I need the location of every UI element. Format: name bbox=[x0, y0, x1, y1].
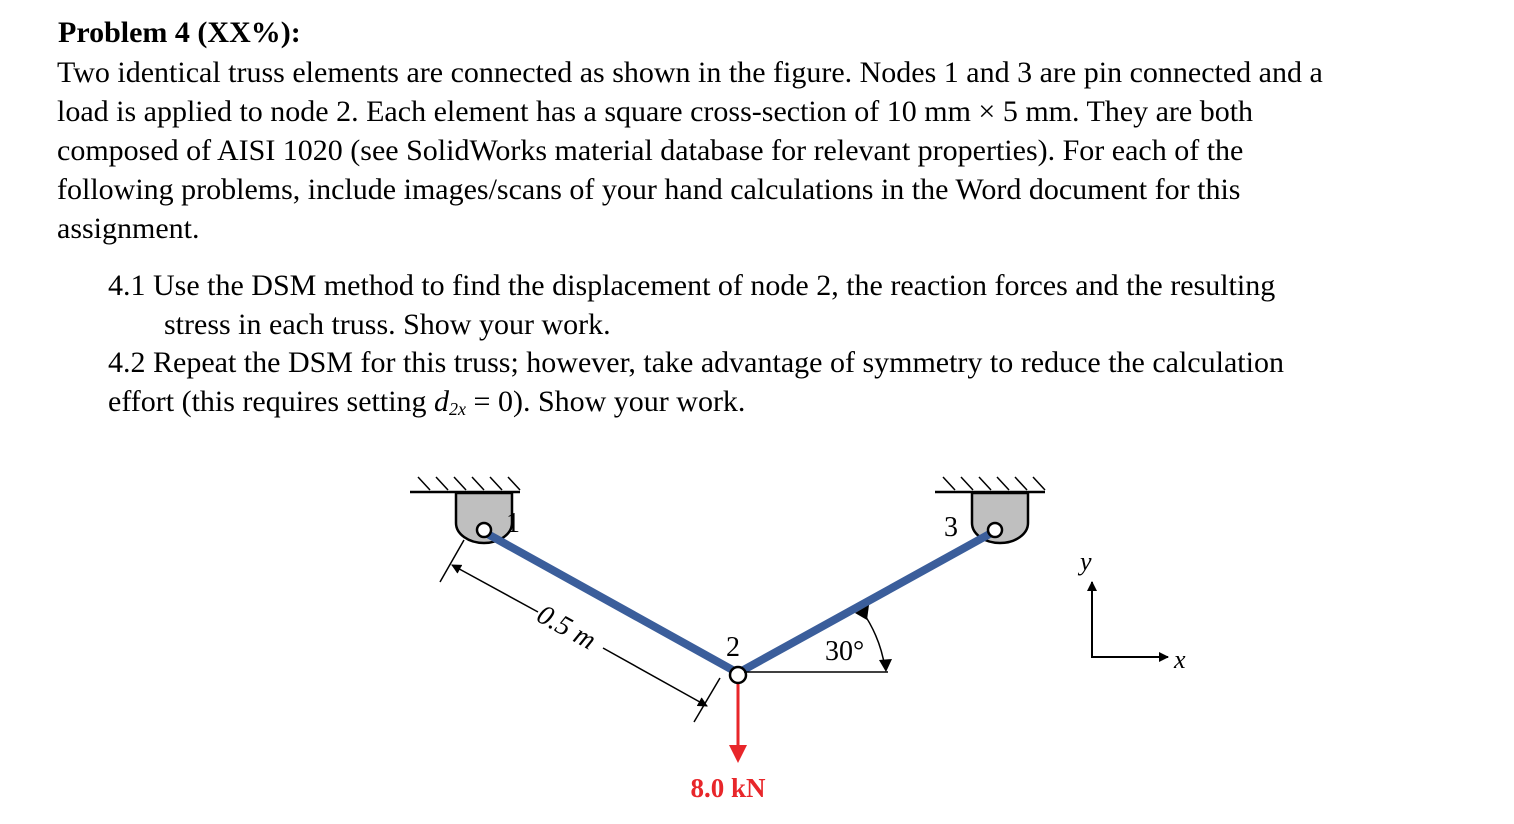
problem-heading: Problem 4 (XX%): bbox=[58, 16, 301, 49]
node-2-label: 2 bbox=[726, 632, 740, 663]
ground-right bbox=[935, 476, 1046, 494]
length-label: 0.5 m bbox=[532, 599, 601, 656]
subproblem-4-1-line1: 4.1 Use the DSM method to find the displ… bbox=[108, 269, 1276, 302]
subproblem-4-2: 4.2 Repeat the DSM for this truss; howev… bbox=[108, 343, 1284, 429]
intro-line: following problems, include images/scans… bbox=[57, 173, 1241, 206]
displacement-subscript: 2x bbox=[449, 399, 467, 419]
angle-label: 30° bbox=[825, 636, 864, 667]
coordinate-axes bbox=[1087, 581, 1169, 662]
truss-member-2-3 bbox=[734, 527, 999, 677]
displacement-variable: d bbox=[434, 385, 450, 418]
line2-after: = 0). Show your work. bbox=[466, 385, 746, 418]
pin-node-3 bbox=[986, 521, 1004, 539]
subproblem-4-1-line2: stress in each truss. Show your work. bbox=[164, 308, 611, 341]
pin-support-node-3 bbox=[970, 491, 1030, 545]
load-label: 8.0 kN bbox=[690, 773, 766, 803]
intro-line: load is applied to node 2. Each element … bbox=[57, 95, 1254, 128]
intro-line: assignment. bbox=[57, 212, 200, 245]
line2-before: effort (this requires setting bbox=[108, 385, 435, 418]
pin-support-node-1 bbox=[454, 491, 514, 545]
subproblem-4-1: 4.1 Use the DSM method to find the displ… bbox=[108, 266, 1275, 344]
pin-node-1 bbox=[475, 521, 493, 539]
node-1-label: 1 bbox=[506, 508, 520, 539]
axis-x-label: x bbox=[1173, 645, 1186, 674]
subproblem-4-2-line1: 4.2 Repeat the DSM for this truss; howev… bbox=[108, 346, 1284, 379]
intro-line: composed of AISI 1020 (see SolidWorks ma… bbox=[57, 134, 1244, 167]
truss-member-1-2 bbox=[480, 528, 742, 677]
pin-node-2 bbox=[728, 665, 748, 685]
problem-intro: Two identical truss elements are connect… bbox=[57, 53, 1477, 248]
ground-left bbox=[410, 476, 521, 494]
subproblem-4-2-line2: effort (this requires setting d2x = 0). … bbox=[108, 382, 1284, 429]
length-dimension bbox=[439, 539, 721, 723]
node-3-label: 3 bbox=[944, 512, 958, 543]
intro-line: Two identical truss elements are connect… bbox=[57, 56, 1323, 89]
angle-annotation bbox=[744, 605, 892, 673]
axis-y-label: y bbox=[1077, 547, 1092, 576]
